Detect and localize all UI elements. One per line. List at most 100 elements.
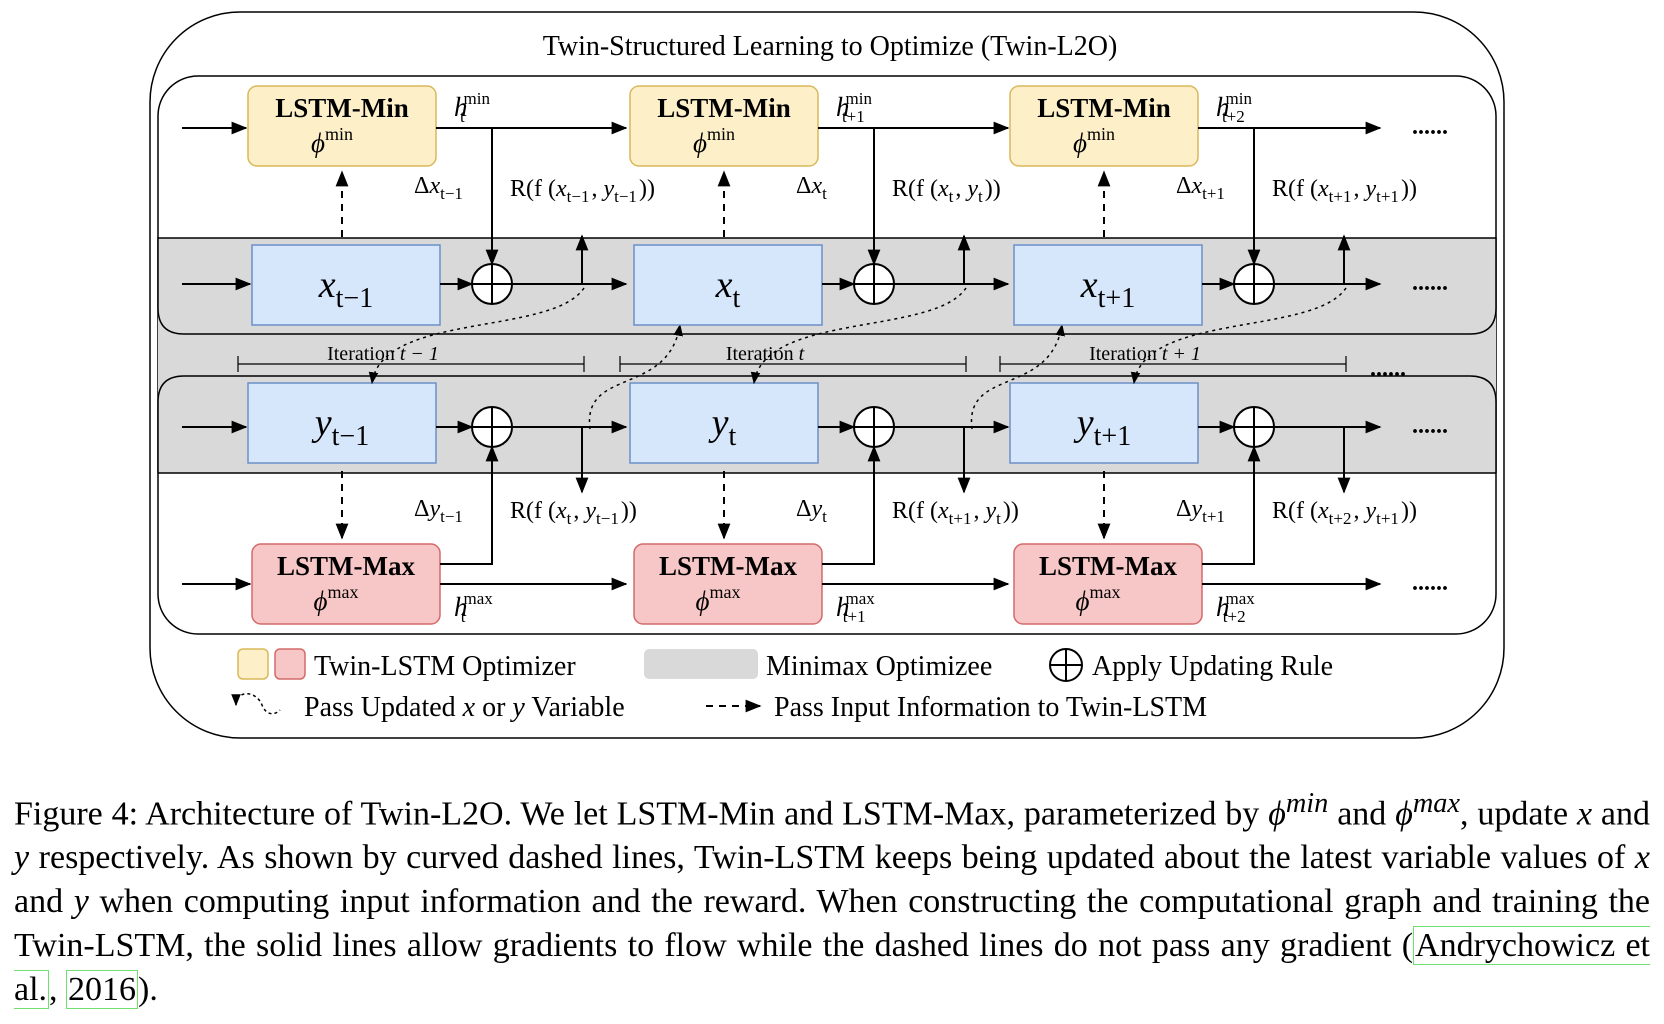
lstm-max-label: LSTM-Max xyxy=(277,551,415,581)
phi-min-label: ϕmin xyxy=(1073,124,1115,158)
diagram-title: Twin-Structured Learning to Optimize (Tw… xyxy=(543,31,1118,62)
delta-x-path xyxy=(818,127,881,266)
legend-curve-icon xyxy=(231,693,281,715)
ellipsis-label: ...... xyxy=(1412,570,1448,596)
caption-text: and xyxy=(1328,795,1396,833)
delta-y-label: Δyt−1 xyxy=(414,496,463,526)
caption-phi: ϕ xyxy=(1395,795,1413,833)
caption-var-x: x xyxy=(1576,795,1593,833)
caption-text: , update xyxy=(1460,795,1577,833)
caption-phi: ϕ xyxy=(1268,795,1286,833)
delta-y-path xyxy=(822,445,881,565)
update-oplus-x xyxy=(1233,263,1275,305)
reward-y-label: R(f (xt , yt−1 )) xyxy=(510,498,637,528)
delta-x-path xyxy=(1198,127,1261,266)
delta-y-label: Δyt xyxy=(796,496,827,526)
phi-max-label: ϕmax xyxy=(314,582,359,616)
caption-text: respectively. As shown by curved dashed … xyxy=(29,839,1635,877)
lstm-min-label: LSTM-Min xyxy=(657,93,791,123)
x-variable-label: xt xyxy=(715,264,741,314)
delta-x-label: Δxt xyxy=(796,173,827,203)
reward-x-label: R(f (xt−1 , yt−1 )) xyxy=(510,176,655,206)
ellipsis-label: ...... xyxy=(1412,114,1448,140)
delta-x-path xyxy=(436,127,499,266)
reward-x-tap xyxy=(572,234,589,285)
y-variable-label: yt+1 xyxy=(1073,402,1131,452)
y-variable-box xyxy=(247,382,437,464)
caption-text: and xyxy=(1592,795,1651,833)
lstm-min-box xyxy=(1009,85,1199,167)
x-variable-label: xt−1 xyxy=(318,264,373,314)
phi-min-label: ϕmin xyxy=(693,124,735,158)
update-oplus-x xyxy=(471,263,513,305)
phi-max-label: ϕmax xyxy=(1076,582,1121,616)
y-variable-label: yt−1 xyxy=(311,402,369,452)
phi-max-label: ϕmax xyxy=(696,582,741,616)
y-variable-box xyxy=(629,382,819,464)
caption-text: and xyxy=(14,883,74,921)
x-row-outline xyxy=(157,237,1497,335)
delta-x-label: Δxt−1 xyxy=(414,173,463,203)
iteration-label: Iteration t xyxy=(726,343,805,365)
lstm-min-box xyxy=(629,85,819,167)
delta-x-label: Δxt+1 xyxy=(1176,173,1225,203)
ellipsis-label: ...... xyxy=(1412,413,1448,439)
reward-x-label: R(f (xt , yt )) xyxy=(892,176,1001,206)
figure-caption: Figure 4: Architecture of Twin-L2O. We l… xyxy=(14,782,1650,1012)
x-variable-label: xt+1 xyxy=(1080,264,1135,314)
caption-var-y: y xyxy=(14,839,30,877)
caption-var-x: x xyxy=(1634,839,1650,877)
legend-swatch-min xyxy=(237,648,269,680)
ellipsis-label: ...... xyxy=(1412,270,1448,296)
reward-x-tap xyxy=(1334,234,1351,285)
citation-year-link[interactable]: 2016 xyxy=(66,970,139,1010)
caption-var-y: y xyxy=(73,883,89,921)
x-variable-box xyxy=(1013,244,1203,326)
x-variable-box xyxy=(251,244,441,326)
delta-y-path xyxy=(440,445,499,565)
caption-sup-min: min xyxy=(1285,788,1329,819)
legend-swatch-optimizee xyxy=(644,649,758,679)
legend-twin-lstm: Twin-LSTM Optimizer xyxy=(314,651,576,682)
y-row-outline xyxy=(157,375,1497,473)
reward-x-label: R(f (xt+1 , yt+1 )) xyxy=(1272,176,1417,206)
phi-min-label: ϕmin xyxy=(311,124,353,158)
update-oplus-x xyxy=(853,263,895,305)
ellipsis-label: ...... xyxy=(1370,356,1406,382)
caption-text: ). xyxy=(138,971,158,1009)
update-oplus-y xyxy=(853,406,895,448)
twin-l2o-diagram: Twin-Structured Learning to Optimize (Tw… xyxy=(149,11,1505,739)
caption-text: when computing input information and the… xyxy=(14,883,1650,965)
legend-pass-input: Pass Input Information to Twin-LSTM xyxy=(774,692,1207,723)
reward-y-label: R(f (xt+2 , yt+1 )) xyxy=(1272,498,1417,528)
update-oplus-y xyxy=(1233,406,1275,448)
caption-sup-max: max xyxy=(1412,788,1461,819)
reward-x-tap xyxy=(954,234,971,285)
iteration-label: Iteration t − 1 xyxy=(327,343,439,365)
legend-minimax: Minimax Optimizee xyxy=(766,651,992,682)
delta-y-path xyxy=(1202,445,1261,565)
caption-text: , xyxy=(49,971,67,1009)
legend-apply-rule: Apply Updating Rule xyxy=(1092,651,1333,682)
citation-author-link[interactable]: Andrychowicz et al. xyxy=(14,926,1650,1010)
update-oplus-y xyxy=(471,406,513,448)
legend-oplus-icon xyxy=(1049,648,1083,682)
caption-text: Architecture of Twin-L2O. We let LSTM-Mi… xyxy=(138,795,1269,833)
lstm-max-label: LSTM-Max xyxy=(1039,551,1177,581)
lstm-min-box xyxy=(247,85,437,167)
y-variable-label: yt xyxy=(708,402,737,452)
lstm-min-label: LSTM-Min xyxy=(275,93,409,123)
delta-y-label: Δyt+1 xyxy=(1176,496,1225,526)
caption-figure-label: Figure 4: xyxy=(14,795,139,833)
lstm-max-label: LSTM-Max xyxy=(659,551,797,581)
legend-pass-updated: Pass Updated x or y Variable xyxy=(304,692,625,723)
